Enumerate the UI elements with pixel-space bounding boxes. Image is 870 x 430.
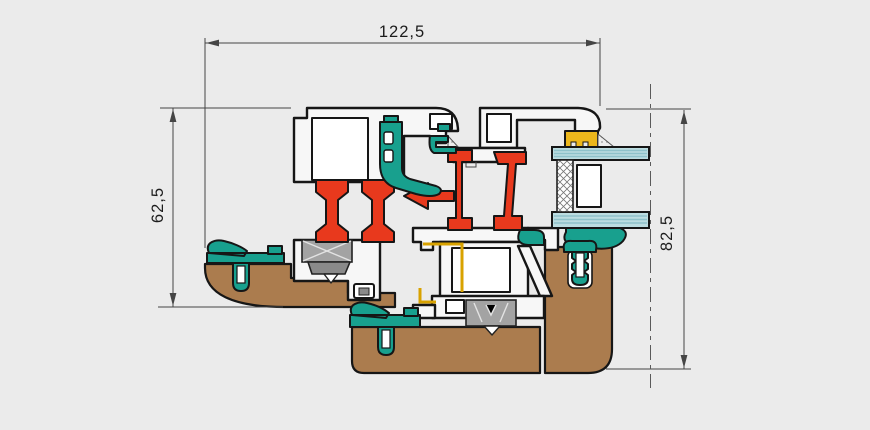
dimension-width-top: 122,5: [204, 23, 601, 248]
left-sill-gasket-plug-slot: [236, 265, 246, 284]
sill-middle-step: [350, 325, 542, 375]
sash-chamber: [486, 113, 512, 143]
packing-blocks: [301, 239, 517, 336]
outer-frame-drain-arrow: [323, 273, 339, 284]
middle-sill-gasket-plug-slot: [381, 329, 391, 349]
sash-diagonal-strut: [516, 244, 554, 298]
glazing-spacer-box: [576, 164, 602, 208]
dimension-label-left: 62,5: [149, 187, 167, 223]
sash-drain-arrow: [483, 325, 501, 336]
glazing-packer-yellow: [564, 130, 599, 148]
outer-frame-chamber: [311, 117, 369, 181]
sash-corner-bracket-lower: [418, 288, 436, 304]
sash-packer-marks: [473, 302, 509, 323]
middle-sill-gasket: [349, 301, 421, 328]
sill-right-block: [543, 245, 614, 375]
sash-corner-bracket-upper: [423, 242, 464, 292]
gaskets: [206, 115, 627, 356]
centre-gasket-hole: [383, 131, 394, 145]
outer-thermal-break-left-strap: [315, 179, 349, 243]
dimension-height-right: 82,5: [606, 108, 691, 370]
dimension-height-left: 62,5: [149, 107, 291, 308]
glazing-unit: [551, 130, 650, 229]
sash-glazing-gasket: [517, 229, 545, 246]
glass-pane-inner-lines: [554, 215, 647, 224]
sash-gasket-groove: [465, 162, 477, 168]
centre-gasket: [379, 121, 442, 197]
dimension-label-right: 82,5: [658, 215, 676, 251]
glazing-spacer-bar: [556, 159, 574, 213]
outer-frame-foot-slot-insert: [358, 287, 370, 296]
frame-hook-gasket: [428, 123, 457, 154]
glass-pane-outer-lines: [554, 149, 647, 158]
glass-gasket-screw-cap: [562, 239, 598, 253]
middle-sill-gasket-lip: [403, 307, 419, 317]
sash-bottom-channel-slot: [445, 299, 465, 314]
outer-thermal-break-right-strap: [361, 179, 395, 243]
corner-brackets: [418, 242, 464, 304]
sash-thermal-break-left-strap: [447, 149, 473, 231]
centre-gasket-hole: [383, 149, 394, 163]
left-sill-gasket: [206, 239, 285, 264]
dimension-label-top: 122,5: [379, 23, 425, 41]
outer-frame-packer-wedge: [306, 261, 352, 275]
left-sill-gasket-lip: [267, 245, 283, 255]
glass-gasket-screw-slot: [575, 252, 585, 278]
outer-frame-packer-cross: [302, 240, 352, 262]
